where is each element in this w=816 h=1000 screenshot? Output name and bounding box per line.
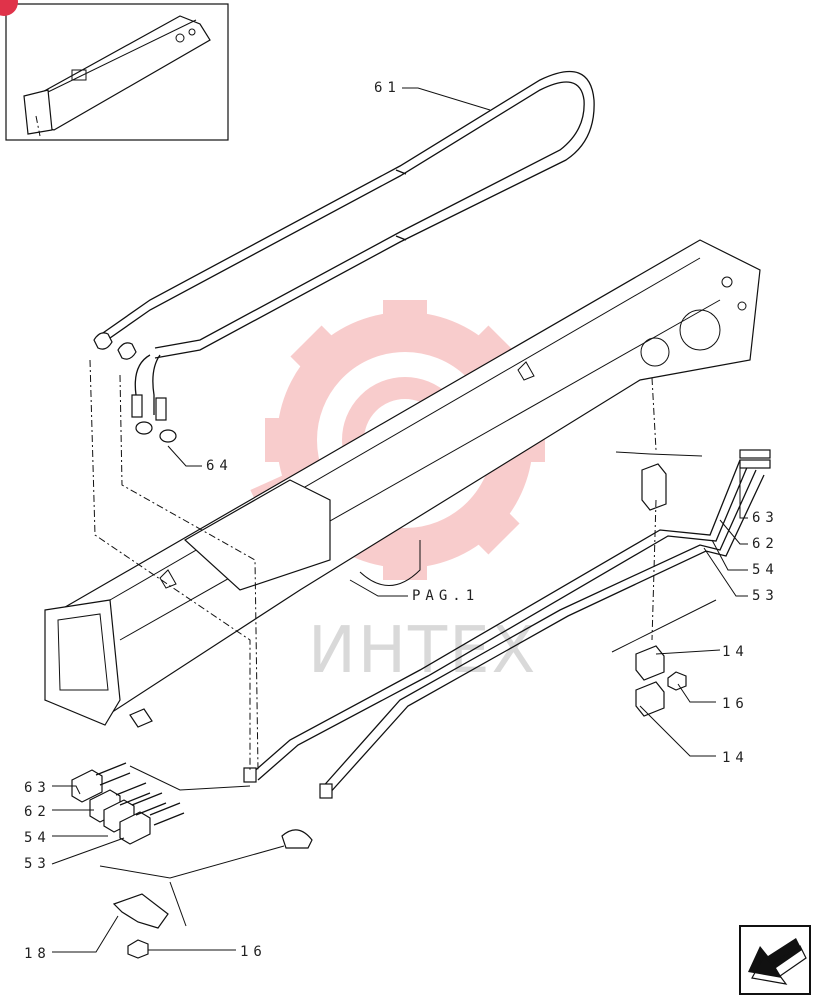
construction-lines <box>89 359 657 771</box>
fittings-left <box>71 762 185 845</box>
callout-64: 64 <box>206 458 233 474</box>
callout-53-right: 53 <box>752 588 779 604</box>
page-badge <box>0 0 18 16</box>
rigid-pipes <box>243 449 771 799</box>
callout-labels: 61 64 63 62 54 53 PAG.1 14 16 14 63 62 5… <box>24 80 779 962</box>
callout-63-right: 63 <box>752 510 779 526</box>
callout-63-left: 63 <box>24 780 51 796</box>
callout-54-right: 54 <box>752 562 779 578</box>
callout-62-right: 62 <box>752 536 779 552</box>
clamp-parts-right <box>635 463 687 717</box>
callout-18: 18 <box>24 946 51 962</box>
callout-16-right: 16 <box>722 696 749 712</box>
boom-overview-thumbnail <box>5 3 229 141</box>
leader-lines <box>51 87 748 953</box>
boom-body <box>44 239 761 728</box>
callout-14-lower: 14 <box>722 750 749 766</box>
hose-assembly-61 <box>93 71 595 443</box>
next-page-arrow-icon <box>748 938 807 985</box>
watermark-text: ИНТЕХ <box>308 614 537 688</box>
callout-62-left: 62 <box>24 804 51 820</box>
callout-61: 61 <box>374 80 401 96</box>
callout-53-left: 53 <box>24 856 51 872</box>
callout-pag1: PAG.1 <box>412 588 479 604</box>
next-page-button[interactable] <box>739 925 811 995</box>
callout-54-left: 54 <box>24 830 51 846</box>
bracket-parts-bottom <box>112 829 313 959</box>
callout-16-bottom: 16 <box>240 944 267 960</box>
callout-14-upper: 14 <box>722 644 749 660</box>
